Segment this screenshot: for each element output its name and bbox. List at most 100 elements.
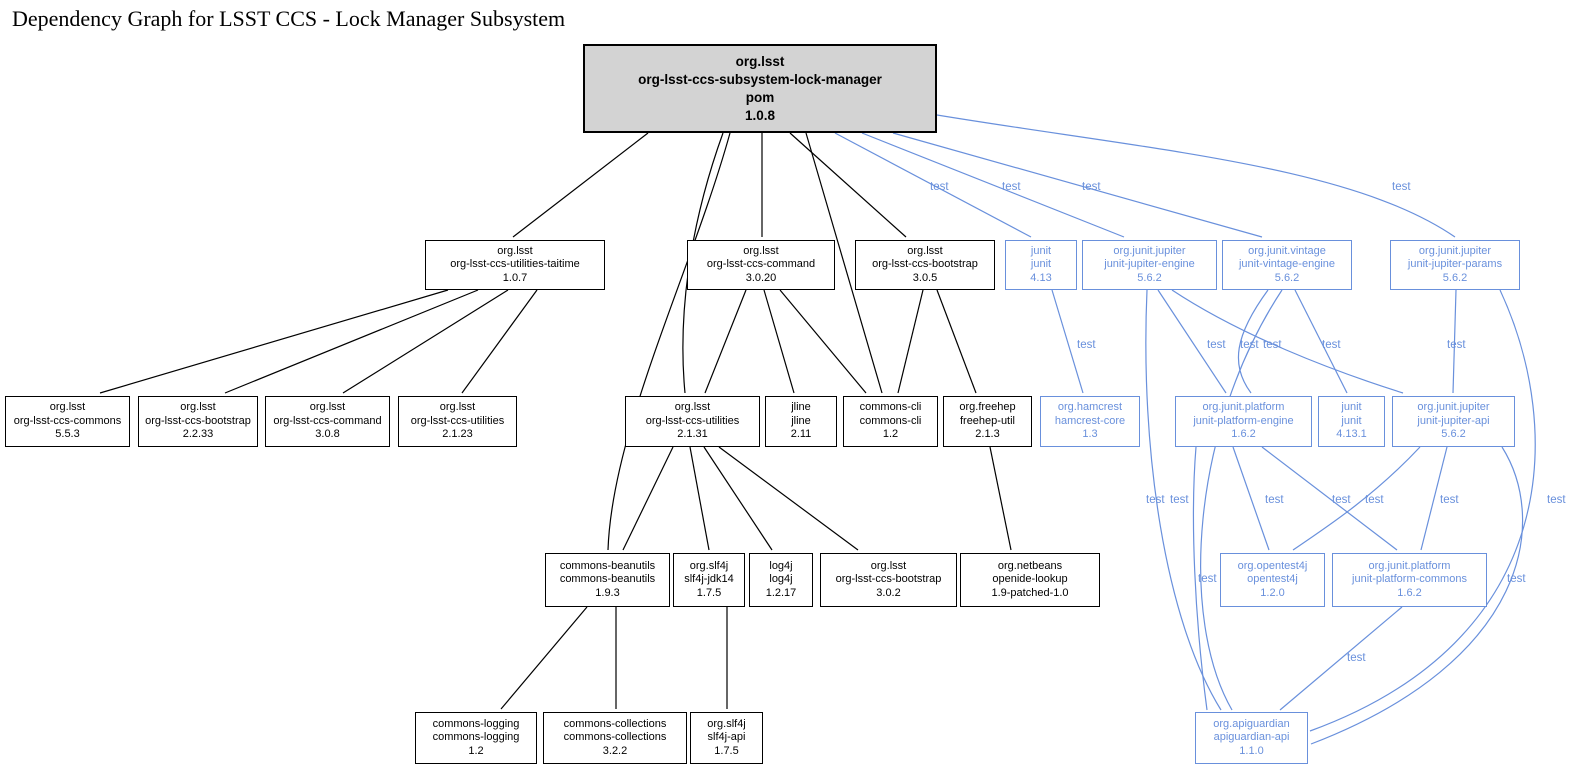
node-label-line: org.slf4j [689,559,729,572]
node-label-line: 5.6.2 [1442,271,1468,284]
edge-utilities-taitime-to-commons-553 [99,289,449,394]
edge-utilities-2131-to-log4j [703,446,773,551]
node-label-line: junit [1341,401,1362,414]
edge-jupiter-engine-to-platform-engine [1157,289,1227,394]
node-label-line: org.junit.jupiter [1417,401,1490,414]
edge-platform-engine-to-platform-commons [1261,446,1398,551]
edge-scope-label-test: test [1507,573,1526,585]
node-label-line: 3.2.2 [602,744,628,757]
node-label-line: commons-beanutils [559,573,656,586]
node-label-line: 1.1.0 [1239,744,1264,757]
edge-scope-label-test: test [1082,181,1101,193]
node-label-line: 2.1.23 [442,428,473,441]
edge-scope-label-test: test [1547,494,1566,506]
edge-lock-manager-pom-to-vintage-engine [892,132,1263,238]
node-label-line: freehep-util [959,414,1016,427]
edge-vintage-engine-to-junit-4131 [1294,289,1348,394]
node-label-line: commons-cli [859,401,922,414]
node-label-line: junit [1341,414,1362,427]
edge-platform-commons-to-apiguardian-api [1279,606,1403,711]
edge-scope-label-test: test [1146,494,1165,506]
edge-scope-label-test: test [1440,494,1459,506]
node-label-line: org-lsst-ccs-utilities-taitime [450,258,580,271]
node-label-line: org.lsst [743,244,779,257]
node-label-line: 3.0.5 [912,271,938,284]
edge-scope-label-test: test [1198,573,1217,585]
edge-scope-label-test: test [1332,494,1351,506]
node-label-line: org.netbeans [997,559,1063,572]
edge-bootstrap-305-to-freehep-util [936,289,977,394]
node-label-line: 1.7.5 [696,586,722,599]
node-label-line: org.freehep [959,401,1016,414]
node-label-line: org.lsst [180,401,216,414]
node-label-line: org.lsst [49,401,86,414]
node-label-line: org.lsst [497,244,533,257]
edge-command-3020-to-commons-cli [779,289,867,394]
edge-lock-manager-pom-to-junit-413 [834,132,1032,238]
edge-jupiter-api-to-apiguardian-api [1310,446,1524,745]
edge-commons-beanutils-to-commons-logging [500,606,588,710]
edge-jupiter-api-to-opentest4j [1292,446,1421,551]
node-label-line: 3.0.20 [745,271,777,284]
node-label-line: 3.0.8 [315,428,340,441]
node-label-line: 2.1.3 [975,428,1000,441]
node-label-line: org-lsst-ccs-bootstrap [835,573,942,586]
edge-jupiter-engine-to-jupiter-api [1171,289,1404,394]
node-label-line: junit-platform-commons [1352,573,1467,586]
node-label-line: org.lsst [907,244,943,257]
node-label-line: junit-jupiter-api [1417,414,1490,427]
edge-scope-label-test: test [1447,339,1466,351]
node-label-line: org.junit.platform [1368,559,1451,572]
edge-scope-label-test: test [1077,339,1096,351]
node-label-line: org.junit.jupiter [1418,244,1492,257]
node-label-line: org-lsst-ccs-bootstrap [872,258,978,271]
edge-scope-label-test: test [1170,494,1189,506]
edge-utilities-taitime-to-bootstrap-2233 [224,289,479,394]
node-label-line: org.lsst [309,401,346,414]
edge-jupiter-engine-to-apiguardian-api [1145,289,1222,711]
graph-title: Dependency Graph for LSST CCS - Lock Man… [12,6,566,31]
node-label-line: log4j [769,573,793,586]
edge-freehep-util-to-openide-lookup [989,446,1012,551]
node-label-line: openide-lookup [992,573,1068,586]
node-label-line: org.lsst [674,401,711,414]
node-label-line: slf4j-api [707,731,746,744]
node-label-line: junit [1030,258,1052,271]
edge-vintage-engine-to-apiguardian-api [1200,289,1283,711]
node-label-line: slf4j-jdk14 [684,573,734,586]
edge-utilities-2131-to-slf4j-jdk14 [689,446,710,551]
edge-lock-manager-pom-to-commons-cli [805,132,883,394]
node-label-line: hamcrest-core [1054,414,1126,427]
